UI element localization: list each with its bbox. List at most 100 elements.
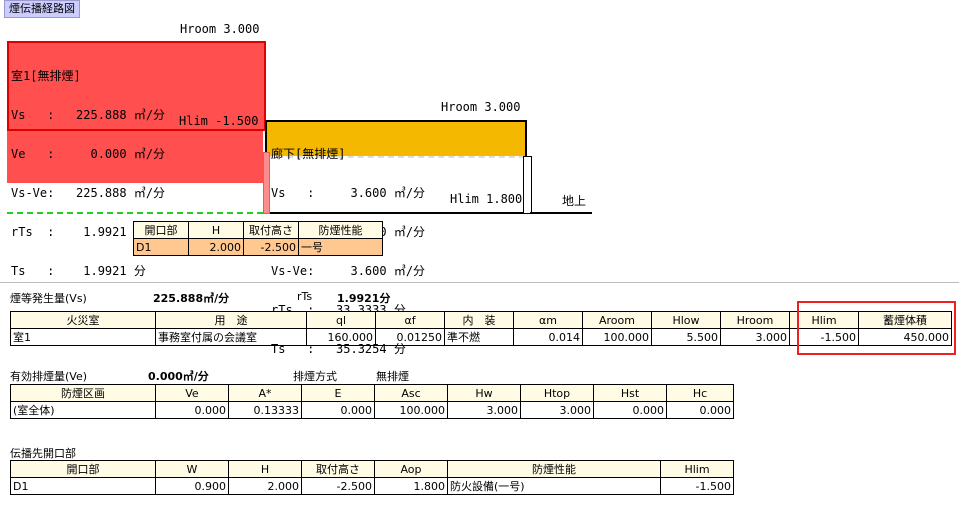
col-fire-room: 火災室: [10, 311, 156, 329]
exhaust-label: 有効排煙量(Ve): [10, 370, 88, 383]
cell-smoke-volume: 450.000: [858, 328, 952, 346]
col-alpha-f: αf: [375, 311, 445, 329]
col-w: W: [155, 460, 229, 478]
cell-hroom: 3.000: [720, 328, 790, 346]
exhaust-table: 防煙区画 Ve A* E Asc Hw Htop Hst Hc (室全体) 0.…: [10, 384, 734, 419]
cell-aop: 1.800: [374, 477, 448, 495]
col-smoke-performance: 防煙性能: [298, 221, 383, 239]
cell-asc: 100.000: [374, 401, 448, 419]
col-hc: Hc: [666, 384, 734, 402]
cell-hlow: 5.500: [651, 328, 721, 346]
ground-label: 地上: [562, 194, 587, 208]
opening-d1-marker[interactable]: [263, 152, 270, 214]
corridor-wall: [523, 156, 532, 214]
cell-ql: 160.000: [306, 328, 376, 346]
room1-line-ts: Ts : 1.9921 分: [11, 264, 146, 278]
cell-usage: 事務室付属の会議室: [155, 328, 307, 346]
exhaust-method-label: 排煙方式: [293, 370, 337, 383]
exhaust-method-value: 無排煙: [376, 370, 409, 383]
cell-opening: D1: [133, 238, 189, 256]
table-row[interactable]: (室全体) 0.000 0.13333 0.000 100.000 3.000 …: [10, 401, 734, 419]
corridor-hlim: Hlim 1.800: [450, 192, 523, 206]
cell-alpha-f: 0.01250: [375, 328, 445, 346]
cell-htop: 3.000: [520, 401, 594, 419]
col-aop: Aop: [374, 460, 448, 478]
col-e: E: [301, 384, 375, 402]
room1-box[interactable]: 室1[無排煙] Vs : 225.888 ㎥/分 Ve : 0.000 ㎥/分 …: [7, 41, 266, 278]
cell-smoke-zone: (室全体): [10, 401, 156, 419]
col-ve: Ve: [155, 384, 229, 402]
col-smoke-performance: 防煙性能: [447, 460, 661, 478]
table-row[interactable]: D1 0.900 2.000 -2.500 1.800 防火設備(一号) -1.…: [10, 477, 734, 495]
col-alpha-m: αm: [513, 311, 583, 329]
cell-hlim: -1.500: [660, 477, 734, 495]
table-row[interactable]: D1 2.000 -2.500 一号: [133, 238, 383, 256]
cell-hc: 0.000: [666, 401, 734, 419]
col-a-star: A*: [228, 384, 302, 402]
corridor-line-vsve: Vs-Ve: 3.600 ㎥/分: [271, 264, 426, 278]
room1-hlim: Hlim -1.500: [179, 114, 259, 128]
smoke-gen-value: 225.888㎥/分: [153, 292, 230, 305]
smoke-gen-label: 煙等発生量(Vs): [10, 292, 87, 305]
rts-label: rTs: [297, 290, 313, 303]
corridor-dashed-line: [267, 156, 525, 158]
col-install-height: 取付高さ: [243, 221, 299, 239]
room1-line-name: 室1[無排煙]: [11, 69, 81, 83]
col-h: H: [228, 460, 302, 478]
col-hlim: Hlim: [789, 311, 859, 329]
cell-ve: 0.000: [155, 401, 229, 419]
cell-install-height: -2.500: [301, 477, 375, 495]
col-smoke-zone: 防煙区画: [10, 384, 156, 402]
room1-line-vsve: Vs-Ve: 225.888 ㎥/分: [11, 186, 166, 200]
col-hst: Hst: [593, 384, 667, 402]
col-asc: Asc: [374, 384, 448, 402]
propagation-header: 開口部 W H 取付高さ Aop 防煙性能 Hlim: [10, 460, 734, 478]
col-hw: Hw: [447, 384, 521, 402]
col-hlim: Hlim: [660, 460, 734, 478]
col-opening: 開口部: [133, 221, 189, 239]
cell-smoke-performance: 防火設備(一号): [447, 477, 661, 495]
ground-line: [530, 212, 592, 214]
smoke-gen-table: 火災室 用 途 ql αf 内 装 αm Aroom Hlow Hroom Hl…: [10, 311, 952, 346]
propagation-table: 開口部 W H 取付高さ Aop 防煙性能 Hlim D1 0.900 2.00…: [10, 460, 734, 495]
exhaust-header: 防煙区画 Ve A* E Asc Hw Htop Hst Hc: [10, 384, 734, 402]
col-htop: Htop: [520, 384, 594, 402]
highlight-box: [797, 301, 956, 355]
room1-line-vs: Vs : 225.888 ㎥/分: [11, 108, 166, 122]
cell-smoke-performance: 一号: [298, 238, 383, 256]
room1-dashed-line: [7, 183, 263, 185]
exhaust-value: 0.000㎥/分: [148, 370, 209, 383]
cell-e: 0.000: [301, 401, 375, 419]
opening-table: 開口部 H 取付高さ 防煙性能 D1 2.000 -2.500 一号: [133, 221, 383, 256]
room1-hroom-label: Hroom 3.000: [180, 22, 260, 36]
smoke-gen-header: 火災室 用 途 ql αf 内 装 αm Aroom Hlow Hroom Hl…: [10, 311, 952, 329]
col-aroom: Aroom: [582, 311, 652, 329]
col-install-height: 取付高さ: [301, 460, 375, 478]
col-hroom: Hroom: [720, 311, 790, 329]
cell-a-star: 0.13333: [228, 401, 302, 419]
cell-hlim: -1.500: [789, 328, 859, 346]
col-ql: ql: [306, 311, 376, 329]
cell-fire-room: 室1: [10, 328, 156, 346]
propagation-label: 伝播先開口部: [10, 447, 76, 460]
col-hlow: Hlow: [651, 311, 721, 329]
opening-table-header: 開口部 H 取付高さ 防煙性能: [133, 221, 383, 239]
cell-alpha-m: 0.014: [513, 328, 583, 346]
corridor-line-ts: Ts : 35.3254 分: [271, 342, 406, 356]
table-row[interactable]: 室1 事務室付属の会議室 160.000 0.01250 準不燃 0.014 1…: [10, 328, 952, 346]
room1-line-ve: Ve : 0.000 ㎥/分: [11, 147, 166, 161]
rts-value: 1.9921分: [337, 292, 391, 305]
col-interior: 内 装: [444, 311, 514, 329]
col-opening: 開口部: [10, 460, 156, 478]
cell-h: 2.000: [188, 238, 244, 256]
cell-hw: 3.000: [447, 401, 521, 419]
room1-smoke-layer: [7, 131, 263, 183]
cell-h: 2.000: [228, 477, 302, 495]
room1-smoke-limit-line: [7, 212, 263, 214]
corridor-line-name: 廊下[無排煙]: [271, 147, 346, 161]
section-divider: [0, 282, 959, 283]
cell-opening: D1: [10, 477, 156, 495]
col-h: H: [188, 221, 244, 239]
cell-w: 0.900: [155, 477, 229, 495]
window-title: 煙伝播経路図: [4, 0, 80, 18]
